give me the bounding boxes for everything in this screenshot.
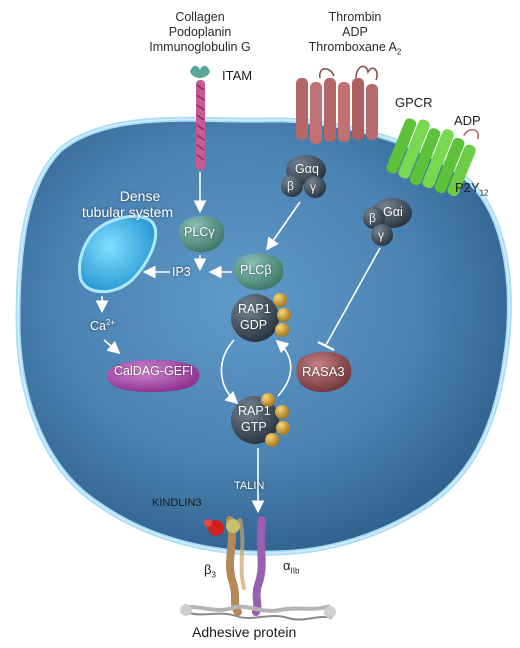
plc-beta-shape — [234, 253, 284, 290]
dense-label-line2: tubular system — [82, 204, 174, 220]
alpha-iib-label: αIIb — [283, 558, 300, 576]
arrow-gdp-to-gtp — [220, 339, 239, 405]
rap1-gdp-label-gdp: GDP — [240, 318, 268, 332]
rasa3-label: RASA3 — [302, 364, 345, 379]
talin-label: TALIN — [234, 480, 265, 492]
calcium-label: Ca2+ — [90, 318, 116, 334]
ligand-label-thromboxane: Thromboxane A2 — [308, 40, 402, 57]
rap1-gtp-complex — [231, 393, 290, 447]
ligand-label-adp: ADP — [342, 25, 368, 39]
plc-gamma-label: PLCγ — [184, 225, 215, 239]
p2y12-receptor — [386, 118, 479, 197]
gq-protein — [281, 155, 326, 198]
rasa3-shape — [296, 351, 352, 392]
ligand-label-thrombin: Thrombin — [328, 10, 382, 24]
plc-gamma-shape — [179, 215, 225, 253]
gamma-label-gi: γ — [378, 228, 384, 242]
plc-beta-label: PLCβ — [240, 263, 272, 277]
beta-label-gq: β — [287, 179, 294, 193]
ligand-label-podoplanin: Podoplanin — [168, 25, 232, 39]
ip3-label: IP3 — [172, 265, 191, 279]
rap1-gtp-label-gtp: GTP — [241, 420, 267, 434]
integrin-alpha-iib-beta3 — [204, 516, 266, 616]
gpcr-receptor — [296, 65, 378, 144]
itam-receptor — [190, 65, 210, 170]
rap1-gtp-label-rap1: RAP1 — [238, 404, 271, 418]
caldag-gefi-label: CalDAG-GEFI — [114, 364, 194, 378]
itam-label: ITAM — [222, 68, 253, 83]
g-alpha-i-label: Gαi — [383, 205, 403, 219]
caldag-gefi-shape — [107, 359, 200, 392]
adhesive-protein-shape — [180, 604, 336, 621]
g-alpha-q-label: Gαq — [295, 162, 319, 176]
rap1-gdp-complex — [231, 293, 291, 342]
gi-protein — [363, 198, 412, 246]
ligand-label-collagen: Collagen — [175, 10, 225, 24]
adp-label: ADP — [454, 113, 481, 128]
arrow-gq-to-plcb — [266, 201, 301, 251]
adhesive-protein-label: Adhesive protein — [192, 624, 297, 640]
kindlin3-label: KINDLIN3 — [152, 497, 202, 509]
signaling-arrows — [95, 172, 381, 514]
gpcr-label: GPCR — [395, 95, 433, 110]
arrow-gtp-to-gdp — [275, 339, 292, 397]
beta3-label: β3 — [204, 562, 216, 580]
inhibition-gi-rasa3 — [325, 247, 381, 346]
ligand-label-igg: Immunoglobulin G — [149, 40, 251, 54]
beta-label-gi: β — [369, 211, 376, 225]
dense-label-line1: Dense — [119, 188, 161, 204]
dense-tubular-system-shape — [78, 214, 158, 294]
p2y12-label: P2Y12 — [455, 180, 489, 198]
rap1-gdp-label-rap1: RAP1 — [238, 302, 271, 316]
arrow-ca-to-caldag — [103, 339, 121, 355]
gamma-label-gq: γ — [310, 180, 316, 194]
